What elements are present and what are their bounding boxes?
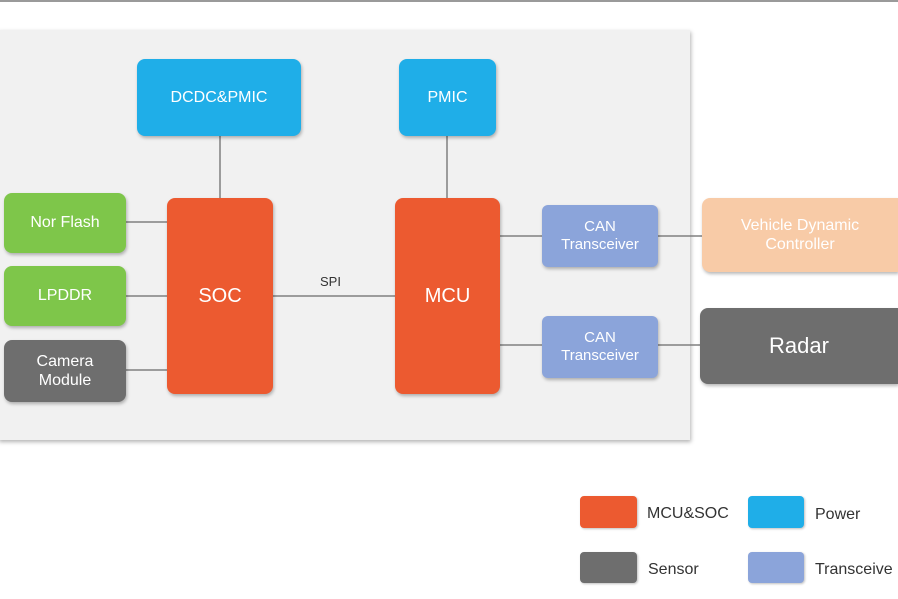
nor-flash-block: Nor Flash: [4, 193, 126, 253]
legend-label-power: Power: [815, 506, 861, 523]
spi-link-label: SPI: [320, 274, 341, 289]
nor-flash-label: Nor Flash: [30, 214, 100, 232]
radar-block: Radar: [700, 308, 898, 384]
can-transceiver-block-2: CAN Transceiver: [542, 316, 658, 378]
vehicle-dynamic-controller-label-line2: Controller: [765, 236, 835, 253]
soc-block: SOC: [167, 198, 273, 394]
camera-module-label-line2: Module: [38, 372, 92, 389]
pmic-block: PMIC: [399, 59, 496, 136]
can-transceiver-1-label-line2: Transceiver: [561, 236, 639, 253]
dcdc-pmic-block: DCDC&PMIC: [137, 59, 301, 136]
dcdc-pmic-label: DCDC&PMIC: [170, 88, 268, 106]
mcu-block: MCU: [395, 198, 500, 394]
can-transceiver-2-label-line1: CAN: [584, 329, 616, 346]
camera-module-block: Camera Module: [4, 340, 126, 402]
legend-swatch-power: [748, 496, 804, 528]
vehicle-dynamic-controller-block: Vehicle Dynamic Controller: [702, 198, 898, 272]
can-transceiver-block-1: CAN Transceiver: [542, 205, 658, 267]
can-transceiver-1-label-line1: CAN: [584, 218, 616, 235]
legend-swatch-transceiver: [748, 552, 804, 583]
top-rule: [0, 0, 898, 2]
soc-label: SOC: [198, 285, 242, 307]
vehicle-dynamic-controller-label-line1: Vehicle Dynamic: [740, 216, 860, 234]
legend-swatch-sensor: [580, 552, 637, 583]
can-transceiver-2-label-line2: Transceiver: [561, 347, 639, 364]
camera-module-label-line1: Camera: [36, 352, 94, 370]
legend-label-mcu-soc: MCU&SOC: [647, 505, 729, 522]
lpddr-label: LPDDR: [37, 287, 93, 305]
legend-label-transceiver: Transceive: [815, 561, 893, 578]
lpddr-block: LPDDR: [4, 266, 126, 326]
legend-swatch-mcu-soc: [580, 496, 637, 528]
legend-label-sensor: Sensor: [648, 561, 699, 578]
radar-label: Radar: [769, 332, 829, 358]
mcu-label: MCU: [424, 285, 471, 307]
pmic-label: PMIC: [427, 88, 468, 106]
